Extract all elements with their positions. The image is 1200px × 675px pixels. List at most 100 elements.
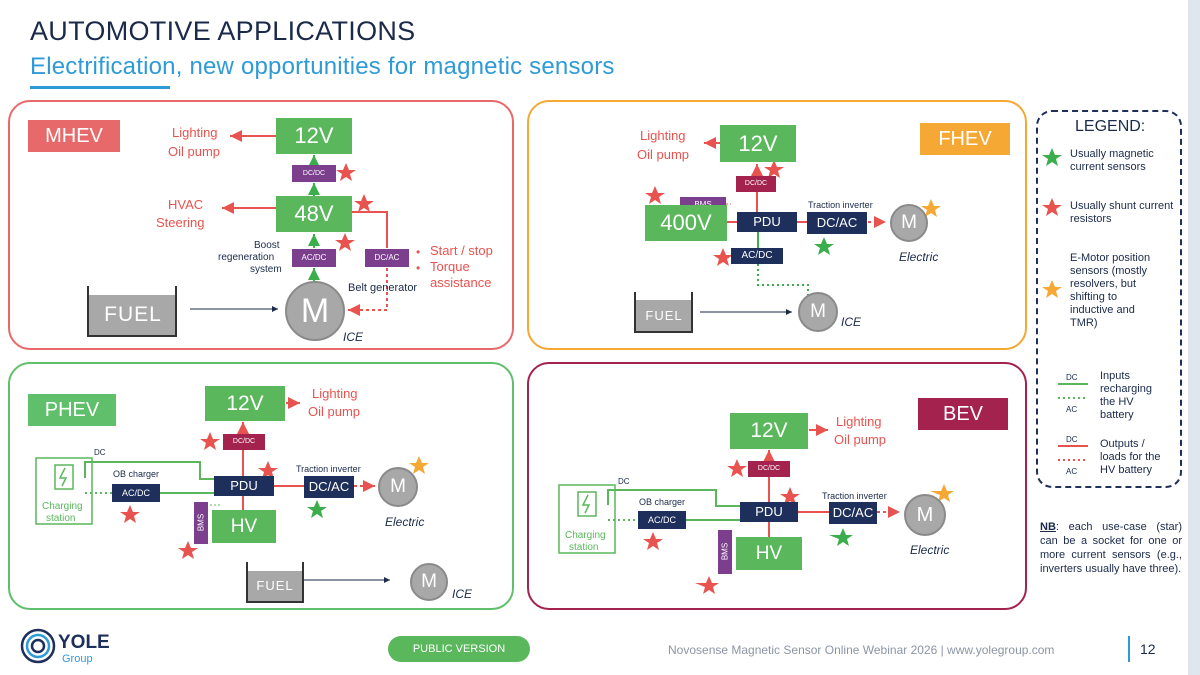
bev-lighting-label: Lighting: [836, 414, 882, 429]
bev-electric-label: Electric: [910, 543, 950, 557]
bev-dcac-box: DC/AC: [829, 502, 877, 524]
footer-separator: [1128, 636, 1130, 662]
fhev-oilpump-label: Oil pump: [637, 147, 690, 162]
legend-red-star-text: Usually shunt current resistors: [1070, 200, 1174, 225]
nb-label: NB: [1040, 521, 1056, 533]
mhev-oilpump-label: Oil pump: [168, 144, 221, 159]
fhev-fuel-label: FUEL: [645, 308, 683, 323]
bev-12v-box: 12V: [730, 413, 808, 449]
yole-logo-icon: [20, 628, 56, 664]
phev-charging-label-1: Charging: [42, 501, 83, 512]
fhev-acdc-box: AC/DC: [731, 248, 783, 264]
phev-dcdc-box: DC/DC: [223, 434, 265, 450]
mhev-bullet-1: •: [416, 245, 421, 259]
yole-logo-text: YOLE: [58, 632, 110, 653]
edge-bar: [1188, 0, 1200, 675]
legend-in-dc: DC: [1066, 373, 1078, 382]
phev-lighting-label: Lighting: [312, 386, 358, 401]
mhev-torque-label: Torque: [430, 259, 470, 274]
phev-acdc-box: AC/DC: [112, 484, 160, 502]
mhev-boost-label: Boost: [254, 240, 280, 251]
fhev-traction-label: Traction inverter: [808, 200, 873, 210]
mhev-tag: MHEV: [28, 120, 120, 152]
mhev-ice-label: ICE: [343, 330, 364, 344]
mhev-hvac-label: HVAC: [168, 197, 204, 212]
bev-charging-label-2: station: [569, 542, 599, 553]
mhev-12v-box: 12V: [276, 118, 352, 154]
mhev-dcdc-box: DC/DC: [292, 165, 336, 182]
phev-fuel-label: FUEL: [256, 578, 294, 593]
public-version-badge: PUBLIC VERSION: [388, 636, 530, 662]
legend-in-ac: AC: [1066, 405, 1078, 414]
yole-logo-sub: Group: [62, 653, 93, 665]
fhev-dcac-box: DC/AC: [807, 212, 867, 234]
mhev-system-label: system: [250, 264, 282, 275]
fhev-electric-label: Electric: [899, 250, 939, 264]
mhev-ice-motor: M: [285, 281, 345, 341]
fhev-12v-box: 12V: [720, 125, 796, 162]
phev-oilpump-label: Oil pump: [308, 404, 361, 419]
bev-tag: BEV: [918, 398, 1008, 430]
phev-hv-box: HV: [212, 510, 276, 543]
mhev-lighting-label: Lighting: [172, 125, 218, 140]
bev-dcdc-box: DC/DC: [748, 461, 790, 477]
legend-green-star-text: Usually magnetic current sensors: [1070, 148, 1154, 173]
fhev-dcdc-box: DC/DC: [736, 176, 776, 192]
mhev-steering-label: Steering: [156, 215, 205, 230]
bev-electric-motor: M: [904, 494, 946, 536]
page-number: 12: [1140, 641, 1156, 657]
bev-dc-label: DC: [618, 477, 630, 486]
legend-out-ac: AC: [1066, 467, 1078, 476]
fhev-tag: FHEV: [920, 123, 1010, 155]
bev-hv-box: HV: [736, 537, 802, 570]
phev-pdu-box: PDU: [214, 476, 274, 496]
legend-out-dc: DC: [1066, 435, 1078, 444]
fhev-lighting-label: Lighting: [640, 128, 686, 143]
legend-orange-star-text: E-Motor position sensors (mostly resolve…: [1070, 252, 1151, 329]
phev-dc-label: DC: [94, 448, 106, 457]
phev-tag: PHEV: [28, 394, 116, 426]
legend-outputs-text: Outputs / loads for the HV battery: [1100, 438, 1161, 476]
bev-obcharger-label: OB charger: [639, 497, 686, 507]
nb-note: NB: each use-case (star) can be a socket…: [1040, 520, 1182, 576]
legend-box: [1036, 110, 1182, 488]
mhev-assistance-label: assistance: [430, 275, 492, 290]
bev-charging-label-1: Charging: [565, 530, 606, 541]
fhev-electric-motor: M: [890, 204, 928, 242]
mhev-acdc-box: AC/DC: [292, 249, 336, 267]
mhev-bullet-2: •: [416, 261, 421, 275]
phev-obcharger-label: OB charger: [113, 469, 160, 479]
phev-dcac-box: DC/AC: [304, 476, 354, 498]
fhev-pdu-box: PDU: [737, 212, 797, 232]
page-subtitle: Electrification, new opportunities for m…: [30, 53, 615, 80]
mhev-regen-label: regeneration: [218, 252, 275, 263]
nb-text: : each use-case (star) can be a socket f…: [1040, 521, 1182, 575]
page-title: AUTOMOTIVE APPLICATIONS: [30, 16, 416, 46]
phev-ice-label: ICE: [452, 587, 473, 601]
phev-bms-box: BMS: [194, 502, 208, 544]
footer-source: Novosense Magnetic Sensor Online Webinar…: [668, 643, 1055, 657]
phev-12v-box: 12V: [205, 386, 285, 421]
mhev-fuel-label: FUEL: [104, 303, 162, 326]
bev-pdu-box: PDU: [740, 502, 798, 522]
fhev-400v-box: 400V: [645, 205, 727, 241]
bev-acdc-box: AC/DC: [638, 511, 686, 529]
legend-title: LEGEND:: [1075, 118, 1146, 135]
bev-traction-label: Traction inverter: [822, 491, 887, 501]
fhev-ice-motor: M: [798, 292, 838, 332]
phev-traction-label: Traction inverter: [296, 464, 361, 474]
phev-electric-label: Electric: [385, 515, 425, 529]
phev-bms-label: BMS: [196, 513, 206, 532]
fhev-ice-label: ICE: [841, 315, 862, 329]
bev-bms-label: BMS: [720, 542, 730, 561]
title-rule: [30, 86, 170, 89]
mhev-belt-label: Belt generator: [348, 282, 418, 294]
mhev-48v-box: 48V: [276, 196, 352, 232]
phev-electric-motor: M: [378, 467, 418, 507]
mhev-startstop-label: Start / stop: [430, 243, 493, 258]
mhev-dcac-box: DC/AC: [365, 249, 409, 267]
phev-ice-motor: M: [410, 563, 448, 601]
bev-oilpump-label: Oil pump: [834, 432, 887, 447]
legend-inputs-text: Inputs recharging the HV battery: [1100, 370, 1152, 421]
bev-bms-box: BMS: [718, 530, 732, 574]
